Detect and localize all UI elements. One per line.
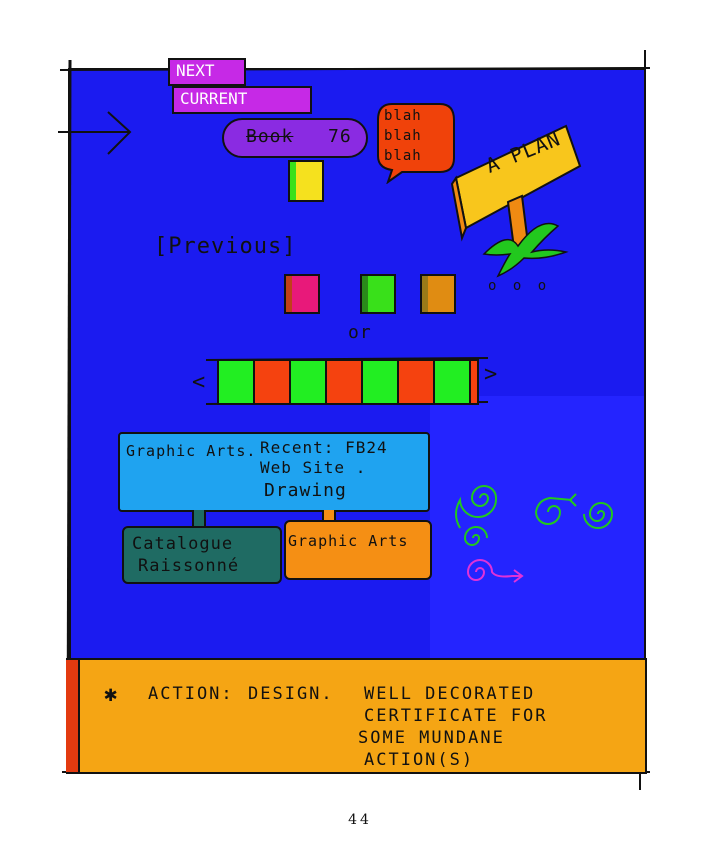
action-line2: CERTIFICATE FOR — [364, 706, 548, 726]
book-pill[interactable]: Book 76 — [222, 118, 368, 158]
strip-left-arrow[interactable]: < — [192, 370, 207, 395]
strip-cell[interactable] — [325, 359, 363, 405]
strip-cell[interactable] — [361, 359, 399, 405]
strip-right-arrow[interactable]: > — [484, 362, 499, 387]
strip-cell[interactable] — [289, 359, 327, 405]
next-label: NEXT — [176, 61, 215, 80]
graphic-arts-menu-box[interactable]: Graphic Arts. Recent: FB24 Web Site . Dr… — [118, 432, 430, 512]
previous-thumb-3[interactable] — [420, 274, 456, 314]
right-arrow-icon — [58, 111, 132, 155]
catalogue-line1: Catalogue — [132, 534, 234, 554]
or-label: or — [348, 322, 372, 343]
previous-label[interactable]: [Previous] — [154, 234, 297, 259]
thumb-stripe — [362, 276, 368, 312]
speech-bubble — [377, 103, 455, 184]
page-number: 44 — [348, 812, 372, 828]
strip-cell[interactable] — [217, 359, 255, 405]
catalogue-line2: Raissonné — [138, 556, 240, 576]
asterisk-icon: ✱ — [104, 682, 120, 707]
thumb-stripe — [422, 276, 428, 312]
action-line3: SOME MUNDANE — [358, 728, 505, 748]
current-page-thumb[interactable] — [288, 160, 324, 202]
menu-web-site[interactable]: Web Site . — [260, 458, 367, 477]
spiral-doodles — [455, 485, 614, 583]
current-label: CURRENT — [180, 89, 248, 108]
menu-graphic-arts[interactable]: Graphic Arts. — [126, 442, 257, 460]
plan-sign — [450, 124, 582, 278]
thumb-stripe — [290, 162, 296, 200]
book-label: Book — [246, 126, 294, 147]
action-line1: WELL DECORATED — [364, 684, 536, 704]
catalogue-connector — [192, 510, 206, 528]
action-line4: ACTION(S) — [364, 750, 475, 770]
action-band — [66, 658, 647, 774]
board-lighter-panel — [430, 396, 645, 665]
graphic-arts-box[interactable]: Graphic Arts — [284, 520, 432, 580]
graphic-arts-label: Graphic Arts — [288, 532, 409, 550]
catalogue-box[interactable]: Catalogue Raissonné — [122, 526, 282, 584]
strip-cell[interactable] — [433, 359, 471, 405]
thumb-stripe — [286, 276, 292, 312]
previous-thumb-1[interactable] — [284, 274, 320, 314]
thumbnail-strip[interactable] — [206, 356, 490, 408]
ellipsis: o o o — [488, 278, 551, 294]
current-tag[interactable]: CURRENT — [172, 86, 312, 114]
action-band-red-edge — [66, 660, 80, 772]
strip-cell[interactable] — [469, 359, 479, 405]
speech-text: blah blah blah — [384, 108, 422, 164]
book-number: 76 — [328, 126, 352, 147]
menu-recent[interactable]: Recent: FB24 — [260, 438, 388, 457]
strip-cell[interactable] — [253, 359, 291, 405]
action-design: DESIGN. — [248, 684, 334, 704]
strip-cell[interactable] — [397, 359, 435, 405]
previous-thumb-2[interactable] — [360, 274, 396, 314]
next-tag[interactable]: NEXT — [168, 58, 246, 86]
menu-drawing[interactable]: Drawing — [264, 480, 347, 501]
action-prefix: ACTION: — [148, 684, 234, 704]
